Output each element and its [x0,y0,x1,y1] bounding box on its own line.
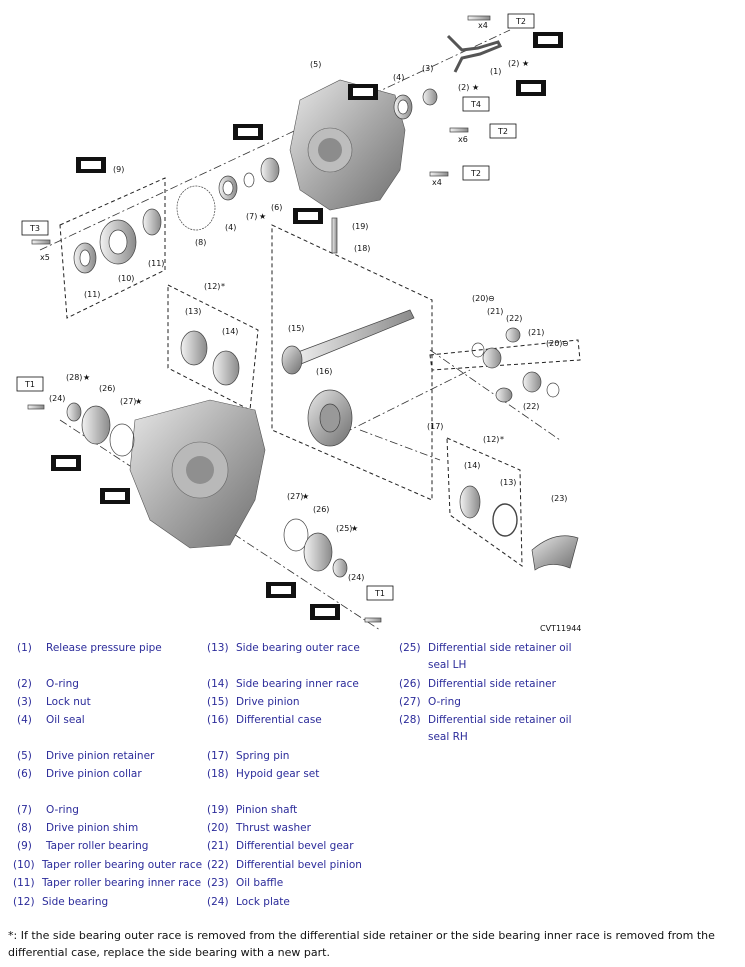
callout-19: (19) [352,222,368,231]
qty-x4-a: x4 [478,21,488,30]
callout-4-a: (4) [393,73,404,82]
torque-t3: T3 [29,224,40,233]
callout-15: (15) [288,324,304,333]
callout-27-a: (27) [120,397,136,406]
star-2-b: ★ [472,83,479,92]
oil-baffle-part [531,535,579,571]
callout-2-b: (2) [458,83,469,92]
callout-17: (17) [427,422,443,431]
callout-3: (3) [422,64,433,73]
callout-21-b: (21) [528,328,544,337]
callout-11-b: (11) [84,290,100,299]
diagram-code: CVT11944 [540,624,581,633]
star-27-b: ★ [302,492,309,501]
qty-x5: x5 [40,253,50,262]
callout-20-b: (20) [546,339,562,348]
torque-t2-a: T2 [515,17,526,26]
drive-pinion-retainer-part [289,79,406,211]
callout-24-b: (24) [348,573,364,582]
torque-t1-b: T1 [374,589,385,598]
callout-21-a: (21) [487,307,503,316]
star-28: ★ [83,373,90,382]
callout-13-b: (13) [500,478,516,487]
callout-9: (9) [113,165,124,174]
callout-13-a: (13) [185,307,201,316]
callout-20-a: (20) [472,294,488,303]
mark-20-a: ⊖ [488,294,495,303]
callout-25: (25) [336,524,352,533]
callout-4-b: (4) [225,223,236,232]
callout-26-a: (26) [99,384,115,393]
center-axis-lines [39,29,561,631]
torque-t4: T4 [470,100,481,109]
transaxle-case-part [129,399,266,549]
callout-7: (7) [246,212,257,221]
footnote: *: If the side bearing outer race is rem… [8,929,715,959]
exploded-view-diagram: T2 T4 T2 T2 T3 T1 T1 x4 x6 x4 x5 (1) (2)… [16,13,581,633]
callout-10: (10) [118,274,134,283]
callout-12-a: (12) [204,282,220,291]
callout-11-a: (11) [148,259,164,268]
callout-12-b: (12) [483,435,499,444]
callout-14-a: (14) [222,327,238,336]
star-12-b: * [500,435,504,444]
release-pressure-pipe-part [446,34,503,73]
callout-8: (8) [195,238,206,247]
parts-legend: (1)Release pressure pipe (2)O-ring (3)Lo… [13,642,572,908]
star-2-a: ★ [522,59,529,68]
callout-28: (28) [66,373,82,382]
callout-23: (23) [551,494,567,503]
callout-24-a: (24) [49,394,65,403]
drive-pinion-and-differential [281,217,415,447]
callout-22-a: (22) [506,314,522,323]
star-7: ★ [259,212,266,221]
qty-x6: x6 [458,135,468,144]
callout-26-b: (26) [313,505,329,514]
star-12-a: * [221,282,225,291]
callout-14-b: (14) [464,461,480,470]
callout-labels: (1) (2) ★ (2) ★ (3) (4) (5) (6) (7) ★ (4… [49,59,569,582]
callout-5: (5) [310,60,321,69]
torque-boxes [16,13,535,601]
lubricant-icon-inner [56,36,558,616]
callout-18: (18) [354,244,370,253]
qty-x4-b: x4 [432,178,442,187]
callout-2-a: (2) [508,59,519,68]
torque-t1-a: T1 [24,380,35,389]
torque-t2-b: T2 [497,127,508,136]
star-25: ★ [351,524,358,533]
bolt-parts [27,15,491,623]
mark-20-b: ⊖ [562,339,569,348]
bearing-parts [66,88,560,578]
star-27-a: ★ [135,397,142,406]
callout-1: (1) [490,67,501,76]
torque-t2-c: T2 [470,169,481,178]
callout-6: (6) [271,203,282,212]
callout-16: (16) [316,367,332,376]
grouping-boxes [59,177,581,567]
callout-27-b: (27) [287,492,303,501]
callout-22-b: (22) [523,402,539,411]
